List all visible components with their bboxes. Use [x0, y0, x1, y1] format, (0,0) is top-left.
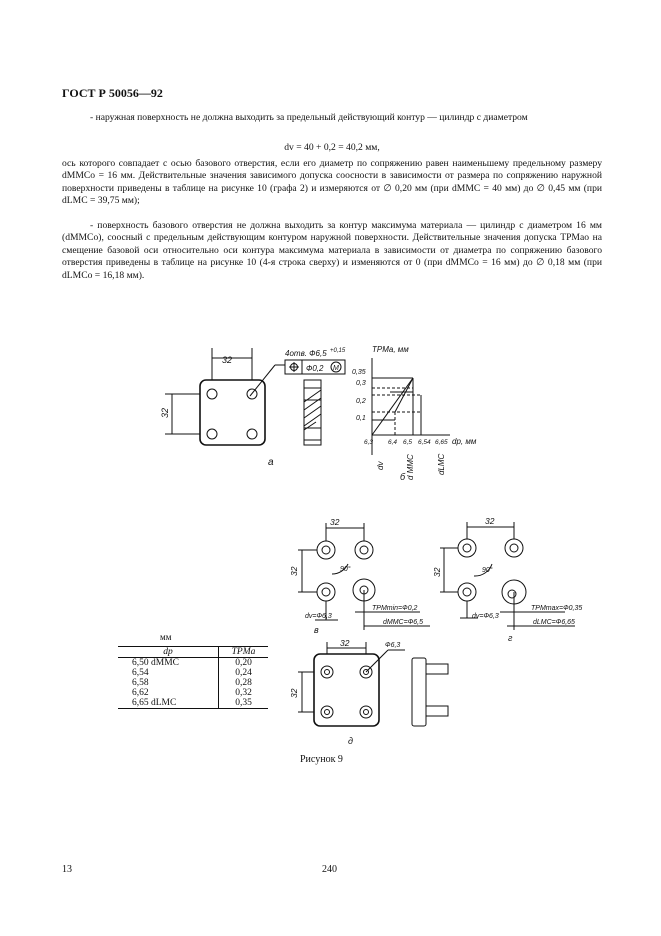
- figure-caption: Рисунок 9: [300, 754, 343, 765]
- d-dim-side: 32: [289, 688, 299, 698]
- graph-x-tick-63: 6,3: [364, 439, 373, 446]
- graph-y-tick-03: 0,3: [356, 380, 366, 387]
- v-dim-side: 32: [289, 566, 299, 576]
- v-dmmc-label: dMMC=Ф6,5: [383, 619, 423, 626]
- v-dim-top: 32: [330, 517, 340, 527]
- formula-dv: dv = 40 + 0,2 = 40,2 мм,: [284, 142, 380, 153]
- v-tp-label: TPMmin=Ф0,2: [372, 605, 418, 612]
- graph-x-tick-65: 6,5: [403, 439, 412, 446]
- g-dim-side: 32: [432, 567, 442, 577]
- cell-tp: 0,28: [235, 678, 252, 688]
- graph-y-tick-02: 0,2: [356, 398, 366, 405]
- v-angle: 90°: [340, 565, 351, 573]
- paragraph-outer-surface: - наружная поверхность не должна выходит…: [90, 112, 528, 123]
- sub-a-label: а: [268, 457, 274, 468]
- footer-page-number: 240: [322, 864, 337, 875]
- g-dlmc-label: dLMC=Ф6,65: [533, 619, 575, 626]
- graph-y-label: TPMa, мм: [372, 345, 409, 354]
- sub-g-label: г: [508, 633, 513, 643]
- table-row: 6,50 dMMC 0,20: [118, 657, 268, 668]
- view-g: [440, 522, 575, 630]
- footer-left-number: 13: [62, 864, 72, 875]
- graph-y-tick-035: 0,35: [352, 369, 366, 376]
- a-dim-side: 32: [160, 408, 170, 418]
- cell-tp: 0,35: [235, 698, 252, 708]
- view-v: [298, 523, 430, 630]
- a-dim-top: 32: [222, 355, 232, 365]
- d-hole-label: Ф6,3: [385, 642, 400, 649]
- a-holes-note: 4отв. Ф6,5: [285, 349, 327, 358]
- table-row: 6,62 0,32: [118, 688, 268, 698]
- table-units: мм: [160, 632, 172, 642]
- table-row: 6,58 0,28: [118, 678, 268, 688]
- cell-d: 6,54: [118, 668, 219, 678]
- table-row: 6,65 dLMC 0,35: [118, 698, 268, 709]
- g-dim-top: 32: [485, 516, 495, 526]
- graph-b: [371, 358, 450, 455]
- g-angle: 90°: [482, 566, 493, 574]
- sub-d-label: д: [348, 736, 353, 746]
- standard-header: ГОСТ Р 50056—92: [62, 86, 163, 100]
- graph-dlmc-label: dLMC: [437, 453, 446, 475]
- g-dv-label: dv=Ф6,3: [472, 613, 499, 620]
- table-row: 6,54 0,24: [118, 668, 268, 678]
- graph-x-tick-64: 6,4: [388, 439, 397, 446]
- view-d-plate: [298, 642, 405, 727]
- cell-d: 6,58: [118, 678, 219, 688]
- cell-d: 6,50 dMMC: [118, 657, 219, 668]
- a-holes-tolerance: +0,15: [330, 348, 346, 354]
- col-tp: TPMa: [231, 647, 256, 657]
- g-tp-label: TPMmax=Ф0,35: [531, 605, 582, 612]
- a-frame-m: M: [333, 365, 339, 372]
- graph-dmmc-label: d MMC: [406, 454, 415, 480]
- view-d-pin: [411, 657, 449, 727]
- sub-v-label: в: [314, 625, 319, 635]
- v-dv-label: dv=Ф6,3: [305, 613, 332, 620]
- cell-d: 6,65 dLMC: [118, 698, 219, 709]
- d-dim-top: 32: [340, 638, 350, 648]
- sub-b-label: б: [400, 472, 406, 482]
- paragraph-base-hole: - поверхность базового отверстия не долж…: [62, 220, 602, 281]
- col-dp: dp: [118, 646, 219, 658]
- graph-x-tick-665: 6,65: [435, 439, 448, 446]
- figure-9-drawing: 32 32 4отв. Ф6,5 +0,15 Ф0,2 M а: [160, 345, 582, 746]
- graph-dv-label: dv: [376, 461, 385, 470]
- view-a-plate: [165, 348, 346, 446]
- graph-y-tick-01: 0,1: [356, 415, 366, 422]
- cell-tp: 0,24: [235, 668, 252, 678]
- paragraph-axis: ось которого совпадает с осью базового о…: [62, 158, 602, 207]
- graph-x-tick-654: 6,54: [418, 439, 431, 446]
- cell-tp: 0,32: [235, 688, 252, 698]
- view-a-section: [303, 379, 322, 446]
- graph-x-label: dp, мм: [452, 437, 477, 446]
- tolerance-table: dp TPMa 6,50 dMMC 0,20 6,54 0,24 6,58 0,…: [118, 646, 268, 709]
- cell-d: 6,62: [118, 688, 219, 698]
- cell-tp: 0,20: [235, 658, 252, 668]
- a-frame-position: Ф0,2: [306, 364, 324, 373]
